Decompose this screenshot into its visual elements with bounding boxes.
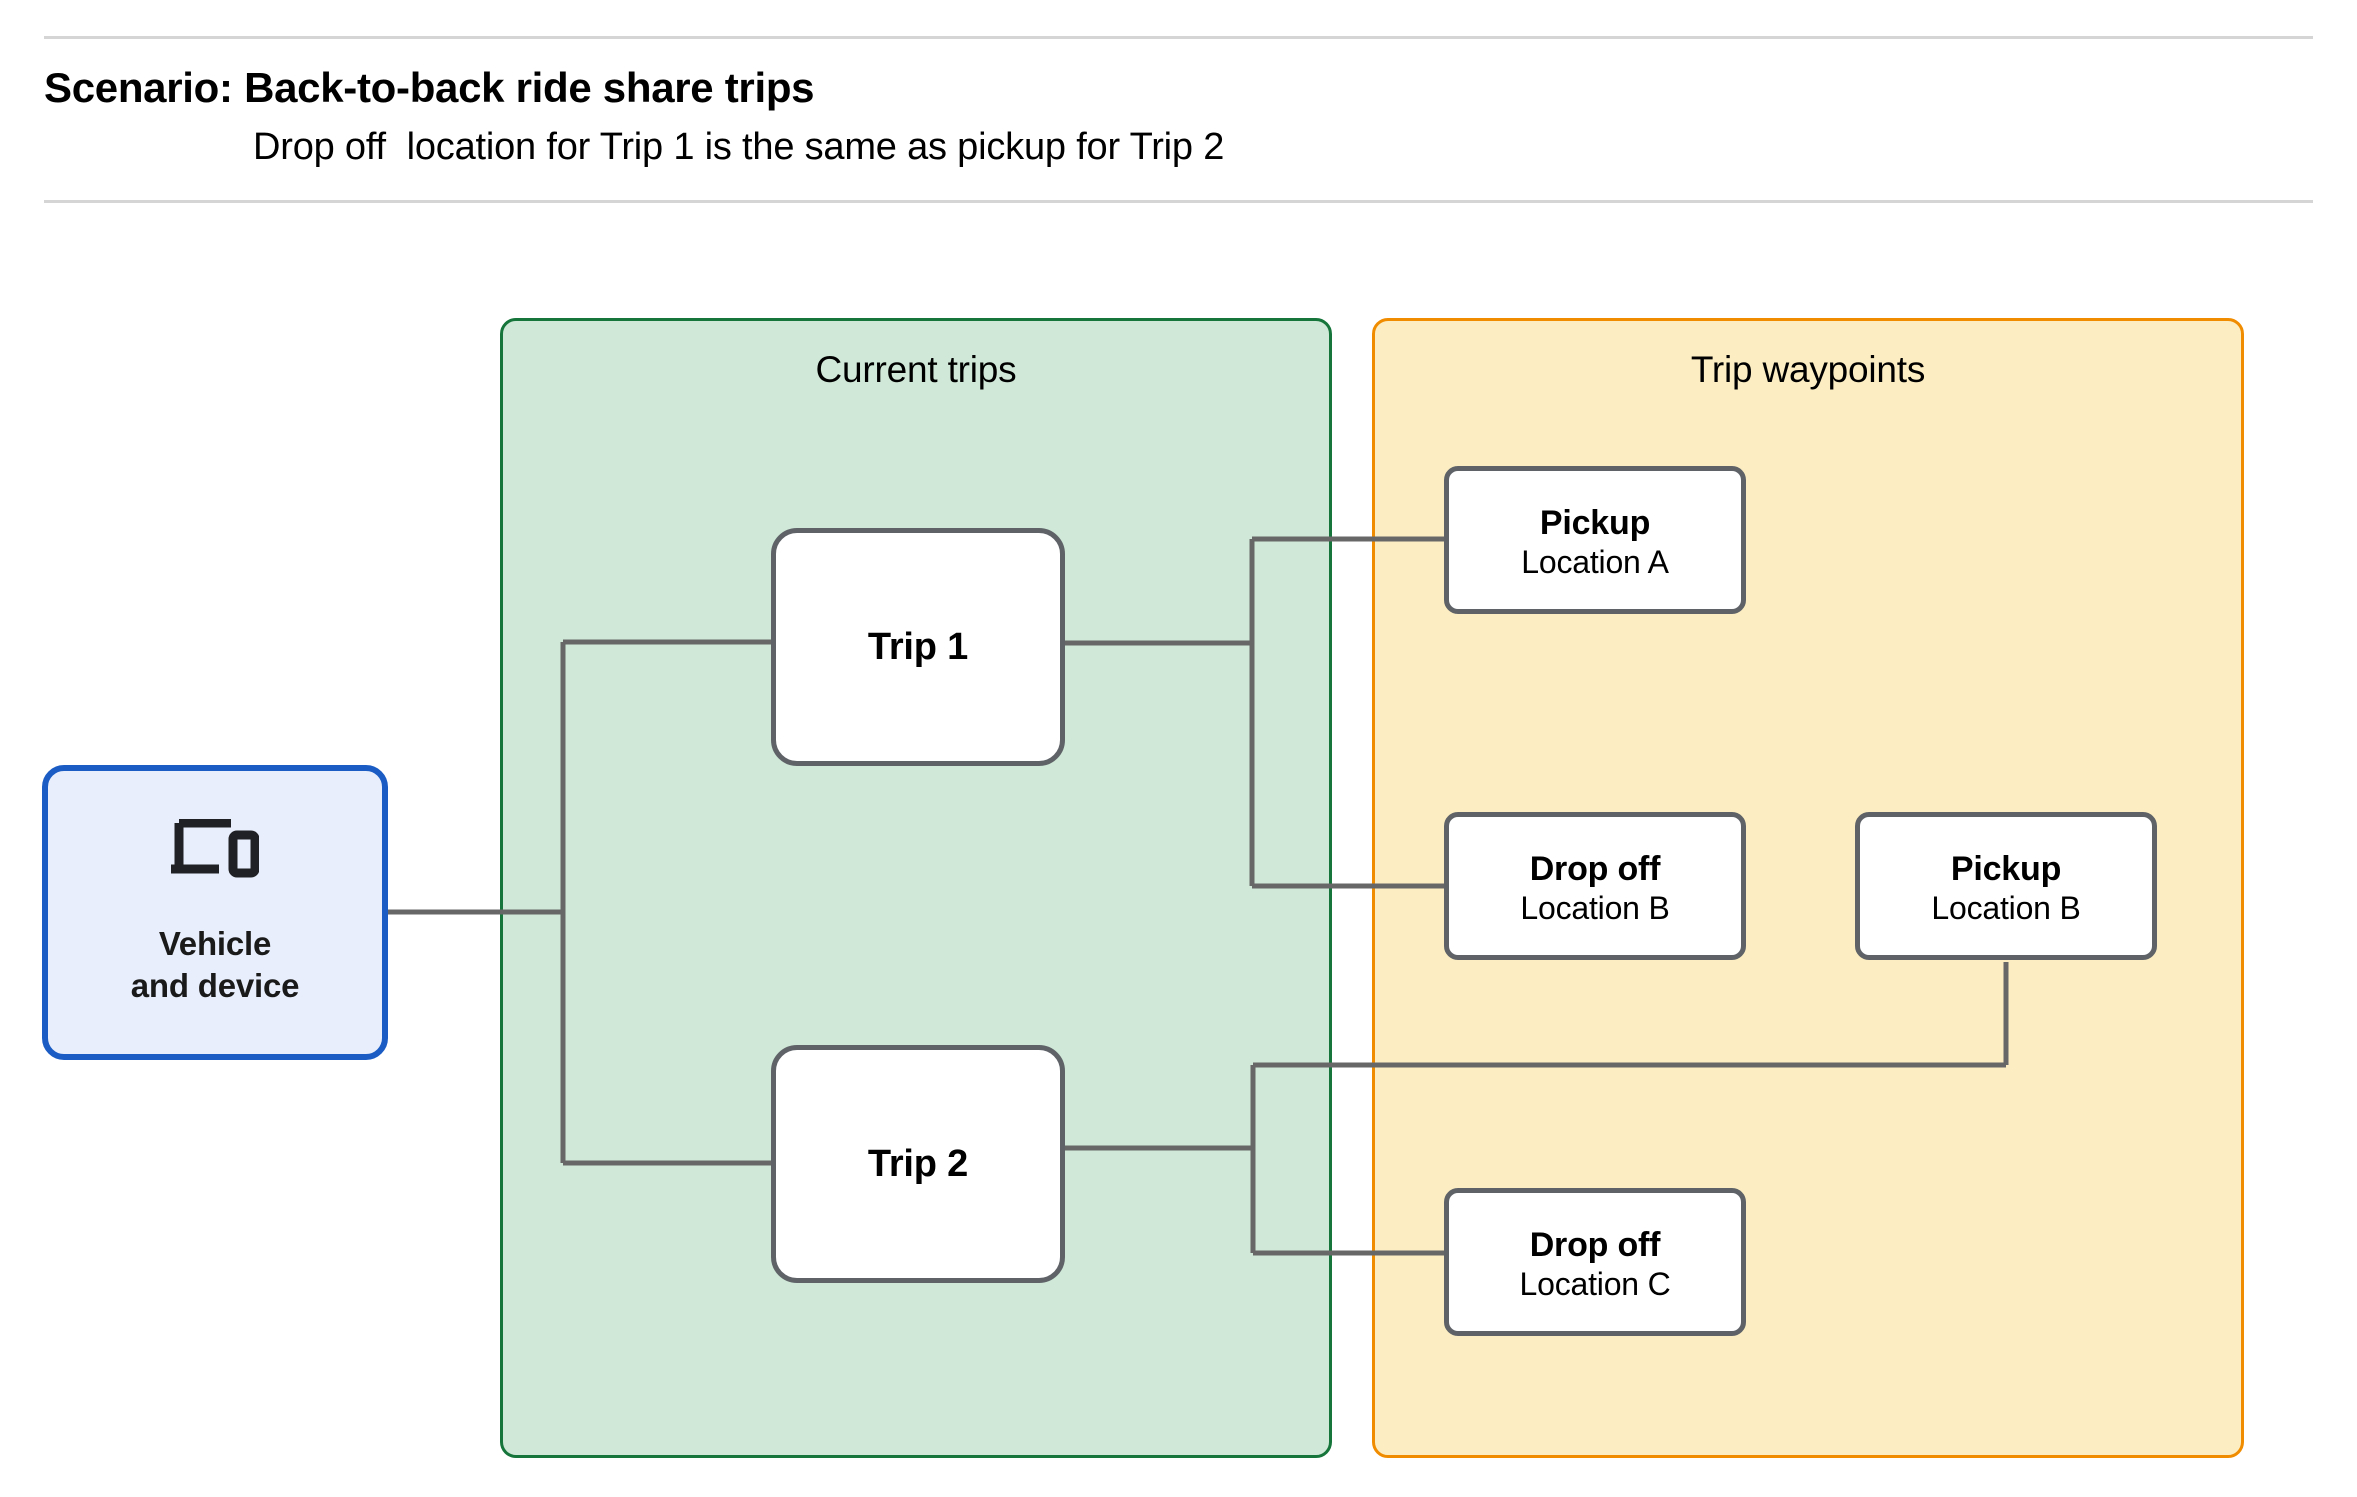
node-trip-1[interactable]: Trip 1 [771,528,1065,766]
group-current-trips-label: Current trips [815,349,1017,390]
node-waypoint-dropoff-c[interactable]: Drop off Location C [1444,1188,1746,1336]
waypoint-location: Location C [1519,1265,1671,1302]
waypoint-location: Location A [1521,543,1669,580]
waypoint-location: Location B [1520,889,1670,926]
waypoint-title: Drop off [1529,1225,1661,1264]
node-waypoint-pickup-b[interactable]: Pickup Location B [1855,812,2157,960]
group-current-trips: Current trips [500,318,1332,1458]
page-title: Scenario: Back-to-back ride share trips [44,64,815,111]
waypoint-location: Location B [1931,889,2081,926]
page-subtitle: Drop off location for Trip 1 is the same… [253,126,1225,168]
node-waypoint-dropoff-b[interactable]: Drop off Location B [1444,812,1746,960]
node-trip-2[interactable]: Trip 2 [771,1045,1065,1283]
node-vehicle-label: Vehicle and device [130,924,300,1004]
header-divider-bottom [44,200,2313,203]
node-waypoint-pickup-a[interactable]: Pickup Location A [1444,466,1746,614]
waypoint-title: Pickup [1539,503,1651,542]
group-trip-waypoints-label: Trip waypoints [1690,349,1926,390]
waypoint-title: Drop off [1529,849,1661,888]
node-trip-2-label: Trip 2 [867,1142,969,1185]
devices-icon [171,818,259,878]
waypoint-title: Pickup [1950,849,2062,888]
node-trip-1-label: Trip 1 [867,625,969,668]
node-vehicle-and-device[interactable]: Vehicle and device [42,765,388,1060]
header-divider-top [44,36,2313,39]
